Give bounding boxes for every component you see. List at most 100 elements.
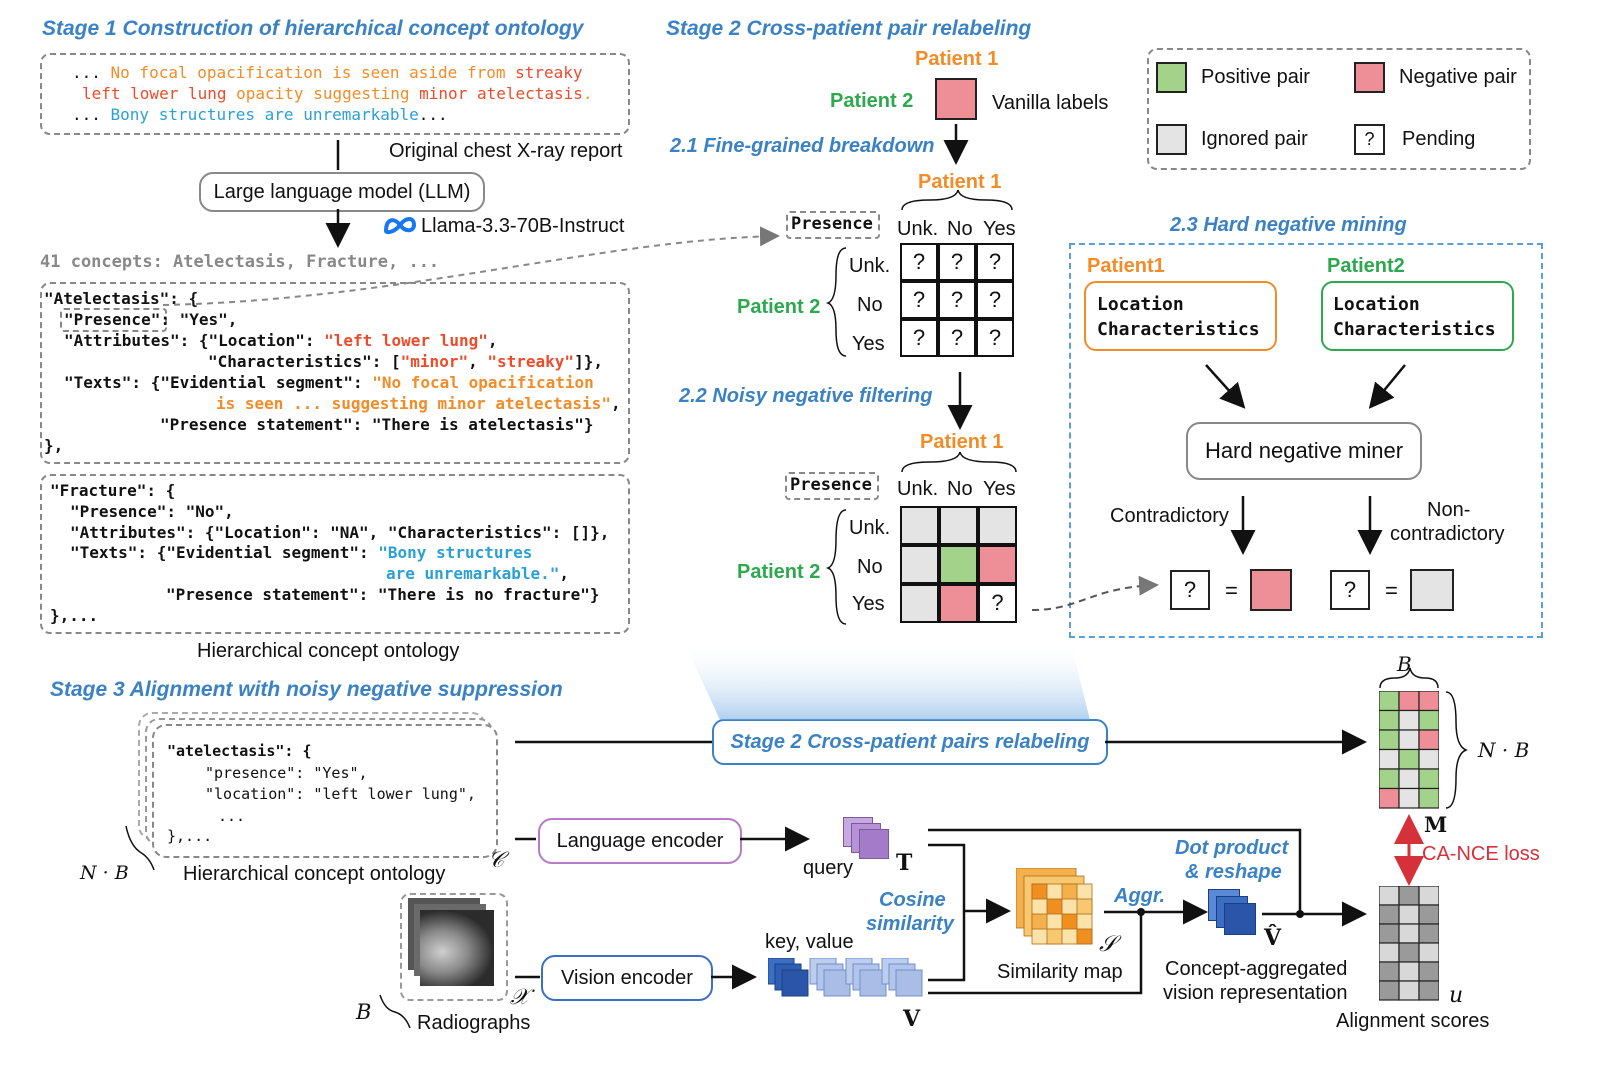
grid2-cell-negative xyxy=(978,545,1017,584)
legend-positive-swatch xyxy=(1156,62,1187,93)
hnm-attr2-location: Location xyxy=(1333,294,1420,315)
T-symbol: T xyxy=(896,850,913,876)
code-line-4: ... xyxy=(218,807,246,825)
M-symbol: M xyxy=(1424,812,1448,837)
stage3-ontology-caption: Hierarchical concept ontology xyxy=(183,863,446,885)
json1-l7: "Presence statement": "There is atelecta… xyxy=(160,415,594,434)
grid1: ? ? ? ? ? ? ? ? ? xyxy=(900,243,1014,357)
json-box-fracture xyxy=(40,474,630,634)
brace-grid2-top xyxy=(901,451,1017,473)
hnm-attr1-char: Characteristics xyxy=(1097,319,1260,340)
llm-box: Large language model (LLM) xyxy=(199,172,485,212)
cosine-1: Cosine xyxy=(879,889,946,911)
similarity-map-icon xyxy=(1015,867,1096,955)
grid1-patient1: Patient 1 xyxy=(918,171,1002,193)
sub-fine-grained: 2.1 Fine-grained breakdown xyxy=(670,135,935,157)
json1-l1: "Atelectasis": { xyxy=(44,289,199,308)
u-symbol: u xyxy=(1449,983,1464,1008)
vhat-block xyxy=(1224,903,1256,935)
junction-dot-2 xyxy=(1137,908,1145,916)
meta-logo-icon xyxy=(382,213,418,242)
query-label: query xyxy=(803,857,854,879)
ca-nce-loss: CA-NCE loss xyxy=(1422,843,1540,865)
hnm-attr-box-1 xyxy=(1084,281,1277,351)
dot-product-2: & reshape xyxy=(1185,861,1282,883)
hnm-pending-2: ? xyxy=(1330,570,1370,610)
grid1-presence: Presence xyxy=(791,214,873,234)
query-block xyxy=(859,829,889,859)
code-line-1: "atelectasis": { xyxy=(167,742,312,760)
report-box xyxy=(40,53,630,135)
grid1-row-yes: Yes xyxy=(852,333,885,355)
aggr-label: Aggr. xyxy=(1114,885,1166,907)
radiograph-frame xyxy=(400,893,508,1001)
report-line-1: ... No focal opacification is seen aside… xyxy=(72,63,583,82)
brace-grid2-left xyxy=(825,509,847,625)
grid2: ? xyxy=(900,506,1017,623)
V-symbol: V xyxy=(903,1006,921,1032)
grid1-cell: ? xyxy=(938,281,976,319)
legend-box xyxy=(1147,48,1531,170)
ontology-caption: Hierarchical concept ontology xyxy=(197,640,460,662)
sub-noisy-negative: 2.2 Noisy negative filtering xyxy=(679,385,933,407)
c-symbol: 𝒞 xyxy=(488,848,505,873)
grid2-row-yes: Yes xyxy=(852,593,885,615)
grid2-cell-ignored xyxy=(939,506,978,545)
json1-l2: "Presence": "Yes", xyxy=(64,310,238,329)
grid2-cell-negative xyxy=(939,584,978,623)
radiographs-label: Radiographs xyxy=(417,1012,531,1034)
vision-encoder: Vision encoder xyxy=(541,955,713,1001)
stage3-title: Stage 3 Alignment with noisy negative su… xyxy=(50,678,563,701)
grid2-patient1: Patient 1 xyxy=(920,431,1004,453)
hnm-contradictory: Contradictory xyxy=(1110,505,1229,527)
vanilla-patient1: Patient 1 xyxy=(915,48,999,70)
hnm-patient1: Patient1 xyxy=(1087,255,1165,277)
json2-l2: "Presence": "No", xyxy=(70,502,234,521)
json2-l7: },... xyxy=(50,606,99,625)
legend-ignored: Ignored pair xyxy=(1201,128,1308,150)
grid2-patient2: Patient 2 xyxy=(737,561,821,583)
grid1-cell: ? xyxy=(976,243,1014,281)
similarity-map-label: Similarity map xyxy=(997,961,1123,983)
alignment-scores-label: Alignment scores xyxy=(1336,1010,1490,1032)
hnm-eq-1: = xyxy=(1225,578,1238,603)
json1-l6: is seen ... suggesting minor atelectasis… xyxy=(216,394,621,413)
hnm-result-ignored xyxy=(1410,569,1454,611)
grid2-cell-ignored xyxy=(900,584,939,623)
grid1-col-yes: Yes xyxy=(983,218,1016,240)
grid1-col-unk: Unk. xyxy=(897,218,939,240)
hnm-patient2: Patient2 xyxy=(1327,255,1405,277)
grid1-presence-box xyxy=(786,211,880,239)
stage2-glow xyxy=(683,640,1090,720)
ontology-stack-front xyxy=(152,724,498,858)
brace-M-right xyxy=(1445,691,1469,809)
vanilla-patient2: Patient 2 xyxy=(830,90,914,112)
language-encoder: Language encoder xyxy=(538,818,742,864)
grid2-cell-positive xyxy=(939,545,978,584)
grid2-presence: Presence xyxy=(790,475,872,495)
hnm-noncontra-1: Non- xyxy=(1427,499,1471,521)
report-caption: Original chest X-ray report xyxy=(389,140,623,162)
grid1-cell: ? xyxy=(938,319,976,357)
legend-ignored-swatch xyxy=(1156,124,1187,155)
grid1-col-no: No xyxy=(947,218,973,240)
grid2-col-no: No xyxy=(947,478,973,500)
dot-product-1: Dot product xyxy=(1175,837,1289,859)
grid1-row-unk: Unk. xyxy=(849,255,891,277)
concepts-line: 41 concepts: Atelectasis, Fracture, ... xyxy=(40,252,440,272)
vanilla-labels: Vanilla labels xyxy=(992,92,1109,114)
alignment-cells xyxy=(1378,885,1440,1001)
stage1-title: Stage 1 Construction of hierarchical con… xyxy=(42,17,584,40)
json1-l8: }, xyxy=(44,436,64,455)
report-line-2: left lower lung opacity suggesting minor… xyxy=(82,84,593,103)
legend-negative: Negative pair xyxy=(1399,66,1517,88)
label-matrix-M xyxy=(1378,690,1440,814)
grid1-cell: ? xyxy=(900,281,938,319)
key-value-blocks xyxy=(767,957,928,1013)
S-symbol: 𝒮 xyxy=(1099,932,1117,957)
grid1-cell: ? xyxy=(976,319,1014,357)
legend-pending: Pending xyxy=(1402,128,1476,150)
brace-grid1-left xyxy=(825,247,847,357)
cosine-2: similarity xyxy=(866,913,954,935)
grid1-patient2: Patient 2 xyxy=(737,296,821,318)
